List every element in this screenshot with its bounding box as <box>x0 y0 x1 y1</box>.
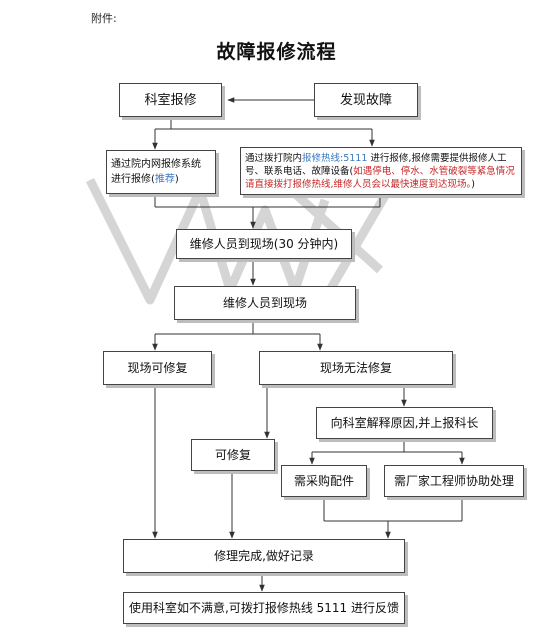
find-fault-box: 发现故障 <box>314 83 418 117</box>
explain-report-box: 向科室解释原因,并上报科长 <box>316 407 493 439</box>
repairable-label: 可修复 <box>214 447 251 462</box>
find-fault-label: 发现故障 <box>339 92 392 108</box>
page-title: 故障报修流程 <box>216 41 337 63</box>
complete-box: 修理完成,做好记录 <box>123 539 405 573</box>
online-system-box: 通过院内网报修系统 进行报修(推荐) <box>106 150 216 194</box>
vendor-engineer-box: 需厂家工程师协助处理 <box>384 465 524 497</box>
recommend-tag: 推荐 <box>154 174 175 185</box>
dept-report-box: 科室报修 <box>119 83 222 117</box>
repairable-box: 可修复 <box>191 439 275 471</box>
arrive-box: 维修人员到现场 <box>174 286 356 320</box>
buy-parts-label: 需采购配件 <box>293 473 354 488</box>
buy-parts-box: 需采购配件 <box>281 465 367 497</box>
complete-label: 修理完成,做好记录 <box>214 548 314 563</box>
arrive-30-label: 维修人员到现场(30 分钟内) <box>189 236 339 251</box>
not-repairable-onsite-box: 现场无法修复 <box>259 351 453 385</box>
not-repairable-onsite-label: 现场无法修复 <box>319 360 392 375</box>
attachment-label: 附件: <box>91 12 117 25</box>
hotline-mid: 进行报修,报修需要提供报修人工号、联系电话、故障设备( <box>245 152 507 177</box>
hotline-number: 报修热线:5111 <box>302 152 368 164</box>
repairable-onsite-label: 现场可修复 <box>127 360 188 375</box>
hotline-prefix: 通过拨打院内 <box>245 152 303 164</box>
arrive-30-box: 维修人员到现场(30 分钟内) <box>176 229 352 259</box>
feedback-box: 使用科室如不满意,可拨打报修热线 5111 进行反馈 <box>123 592 405 624</box>
feedback-label: 使用科室如不满意,可拨打报修热线 5111 进行反馈 <box>129 600 399 615</box>
online-system-line1: 通过院内网报修系统 <box>111 159 201 170</box>
arrive-label: 维修人员到现场 <box>222 295 307 310</box>
online-system-line2: 进行报修( <box>111 174 155 185</box>
dept-report-label: 科室报修 <box>144 92 197 108</box>
explain-report-label: 向科室解释原因,并上报科长 <box>330 415 479 430</box>
online-system-text: 通过院内网报修系统 进行报修(推荐) <box>111 157 201 187</box>
hotline-note-box: 通过拨打院内报修热线:5111 进行报修,报修需要提供报修人工号、联系电话、故障… <box>240 147 522 195</box>
online-system-close: ) <box>174 174 179 185</box>
hotline-close: ) <box>471 178 475 190</box>
urgent-note: 如遇停电、停水、水管破裂等紧急情况请直接拨打报修热线,维修人员会以最快速度到达现… <box>245 165 515 190</box>
vendor-engineer-label: 需厂家工程师协助处理 <box>393 473 514 488</box>
repairable-onsite-box: 现场可修复 <box>103 351 212 385</box>
hotline-note-text: 通过拨打院内报修热线:5111 进行报修,报修需要提供报修人工号、联系电话、故障… <box>245 152 517 191</box>
